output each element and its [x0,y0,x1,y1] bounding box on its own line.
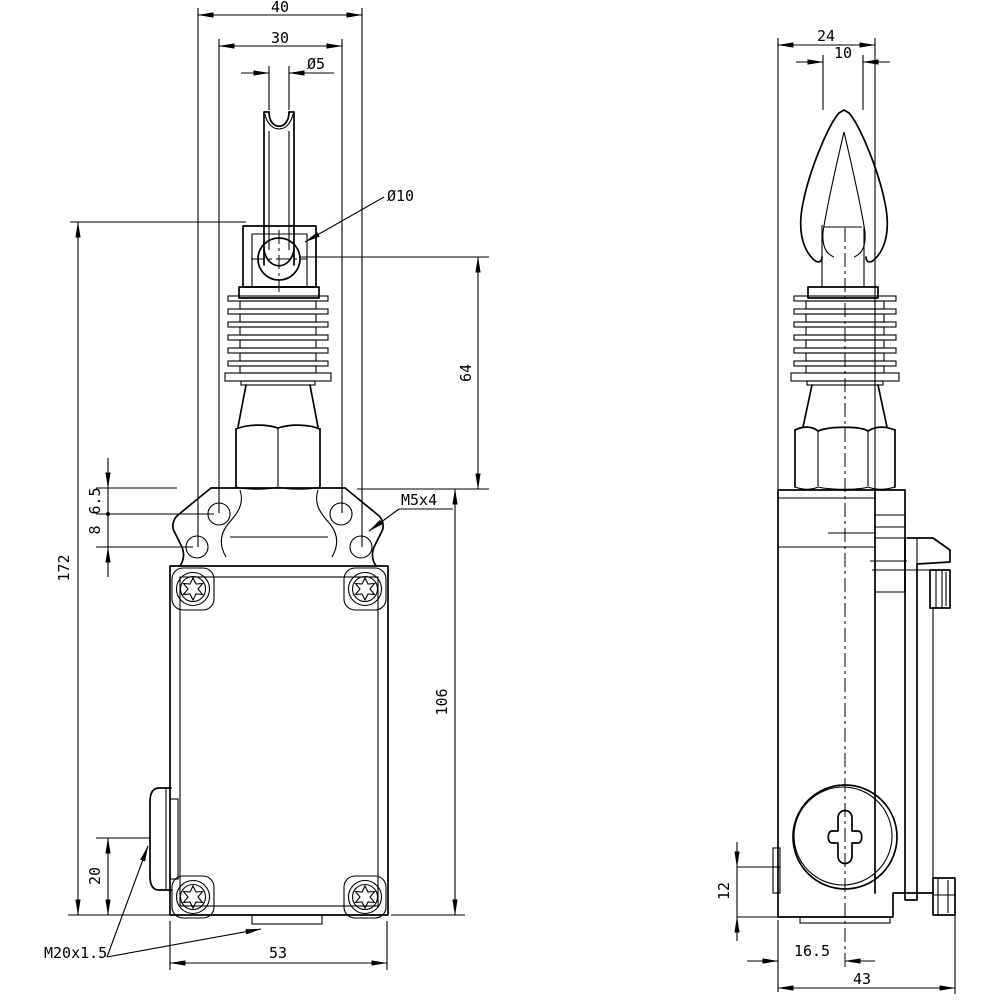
dim-label-172: 172 [55,554,73,581]
dim-label-64: 64 [457,364,475,382]
dim-label-eyelet-dia: Ø10 [387,187,414,205]
bracket-step [906,537,951,565]
dim-span-outer: 40 [197,0,363,547]
dim-hole-offsets: 6.5 8 [86,458,214,577]
mount-hole [329,502,353,526]
gland-edge [772,847,781,894]
lever-side [799,109,889,299]
dim-label-6-5: 6.5 [86,487,104,514]
dim-label-20: 20 [86,867,104,885]
dim-head-height: 64 [300,256,489,490]
dim-lever-thickness: 10 [796,44,890,110]
dim-label-106: 106 [433,688,451,715]
dim-label-rope-dia: Ø5 [307,55,325,73]
dim-span-inner: 30 [218,29,343,513]
dim-depth: 24 [777,27,876,490]
dim-label-10: 10 [834,44,852,62]
side-view: 24 10 12 16.5 43 [715,27,956,994]
label-mount-thread: M5x4 [368,491,453,532]
dim-label-40: 40 [271,0,289,16]
dim-base-step: 12 [715,842,779,941]
dim-label-m20: M20x1.5 [44,944,107,962]
foot-strip [799,916,891,924]
dim-label-m5x4: M5x4 [401,491,437,509]
switch-body-front [149,565,389,925]
hinge-boss-bottom [932,877,956,916]
mount-hole [349,535,373,559]
dim-label-43: 43 [853,970,871,988]
dim-label-53: 53 [269,944,287,962]
bellows-front [224,295,332,386]
dim-label-30: 30 [271,29,289,47]
bottom-gland-boss [251,914,323,925]
dim-total-depth: 43 [777,908,956,994]
dim-label-12: 12 [715,882,733,900]
dim-gland-center: 20 [86,837,151,916]
cable-gland-side [149,787,172,891]
dim-rope-dia: Ø5 [241,55,334,110]
cover-lock-screw [792,784,898,890]
dim-cover-screw-offset: 16.5 [747,920,875,992]
switch-body-side [772,489,956,924]
screw-cross-slot [827,809,863,865]
dim-body-height: 106 [391,488,465,916]
label-eyelet-dia: Ø10 [304,187,414,243]
dim-label-16-5: 16.5 [794,942,830,960]
dim-label-8: 8 [86,525,104,534]
bellows-side [790,295,900,386]
front-view: 40 30 Ø5 Ø10 64 M5x4 [44,0,489,970]
label-gland-thread: M20x1.5 [44,845,262,962]
hinge-boss-top [929,569,951,609]
dim-label-24: 24 [817,27,835,45]
